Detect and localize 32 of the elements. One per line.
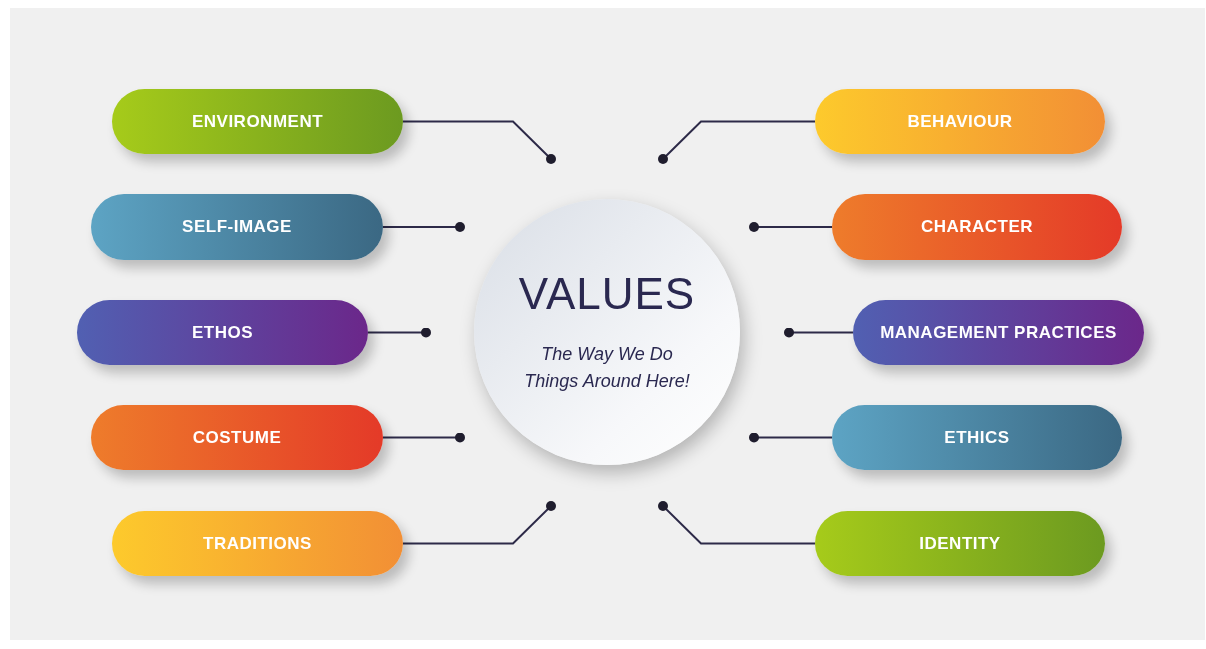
connector-line [402,120,556,164]
center-title: VALUES [518,269,696,319]
pill-label: ETHOS [191,322,254,343]
pill-box [91,194,383,260]
pill-label: SELF-IMAGE [182,217,292,237]
connector-line [749,222,833,232]
pill-label: IDENTITY [919,533,1001,554]
center-subtitle: The Way We Do Things Around Here! [523,343,691,393]
pill-box [112,89,403,154]
pill-box [815,511,1105,576]
connector-line [382,222,465,232]
pill-box [853,300,1144,365]
connector-line [784,327,854,338]
pill-label: CHARACTER [920,217,1034,237]
connector-line [749,432,833,443]
pill-box [77,300,368,365]
connector-line [658,501,816,545]
pill-label: TRADITIONS [203,533,312,554]
pill-label: ENVIRONMENT [191,111,324,132]
pill-box [91,405,383,470]
connector-line [367,327,431,338]
pill-box [832,405,1122,470]
pill-box [815,89,1105,154]
pill-box [832,194,1122,260]
pill-label: MANAGEMENT PRACTICES [880,322,1117,343]
pill-box [112,511,403,576]
connector-line [382,432,465,443]
connector-line [658,120,816,164]
pill-label: ETHICS [944,427,1010,448]
connector-line [402,501,556,545]
pill-label: BEHAVIOUR [907,111,1013,132]
pill-label: COSTUME [192,427,282,448]
